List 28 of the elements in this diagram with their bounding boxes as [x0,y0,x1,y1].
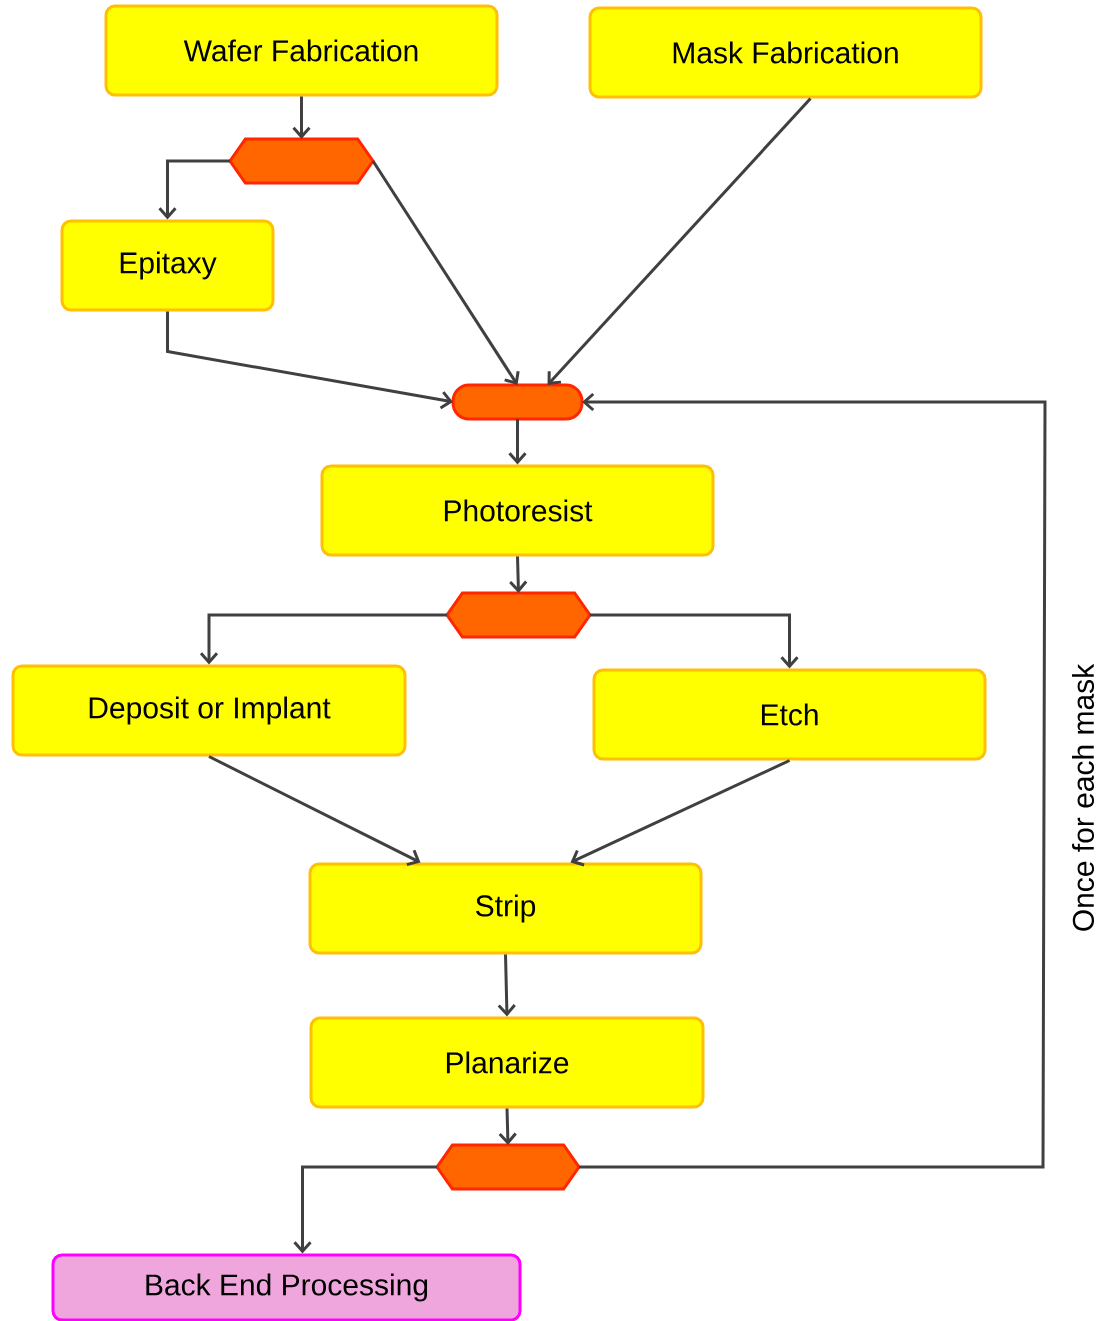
process-box: Etch [592,668,987,761]
process-box: Wafer Fabrication [104,4,499,97]
arrow [208,755,421,867]
arrow [293,1165,437,1254]
process-box: Photoresist [320,464,715,557]
arrow [166,311,453,410]
arrow [158,159,230,220]
arrow [590,613,799,669]
junction-hexagon [435,1143,581,1191]
arrow [570,759,791,867]
arrow [508,419,527,465]
end-process-box: Back End Processing [51,1253,522,1321]
process-box: Deposit or Implant [11,664,407,757]
process-box: Epitaxy [60,219,275,312]
process-box: Planarize [309,1016,705,1109]
arrow [371,160,520,385]
process-box: Strip [308,862,703,955]
process-box: Mask Fabrication [588,6,983,99]
arrow [199,613,447,665]
arrow [292,96,311,139]
arrow [497,954,516,1017]
arrow [547,97,812,385]
arrow [498,1108,517,1145]
junction-hexagon [445,591,592,639]
arrow [579,392,1047,1169]
edge-label: Once for each mask [1070,661,1097,935]
junction-hexagon [228,137,375,185]
arrow [509,556,528,593]
